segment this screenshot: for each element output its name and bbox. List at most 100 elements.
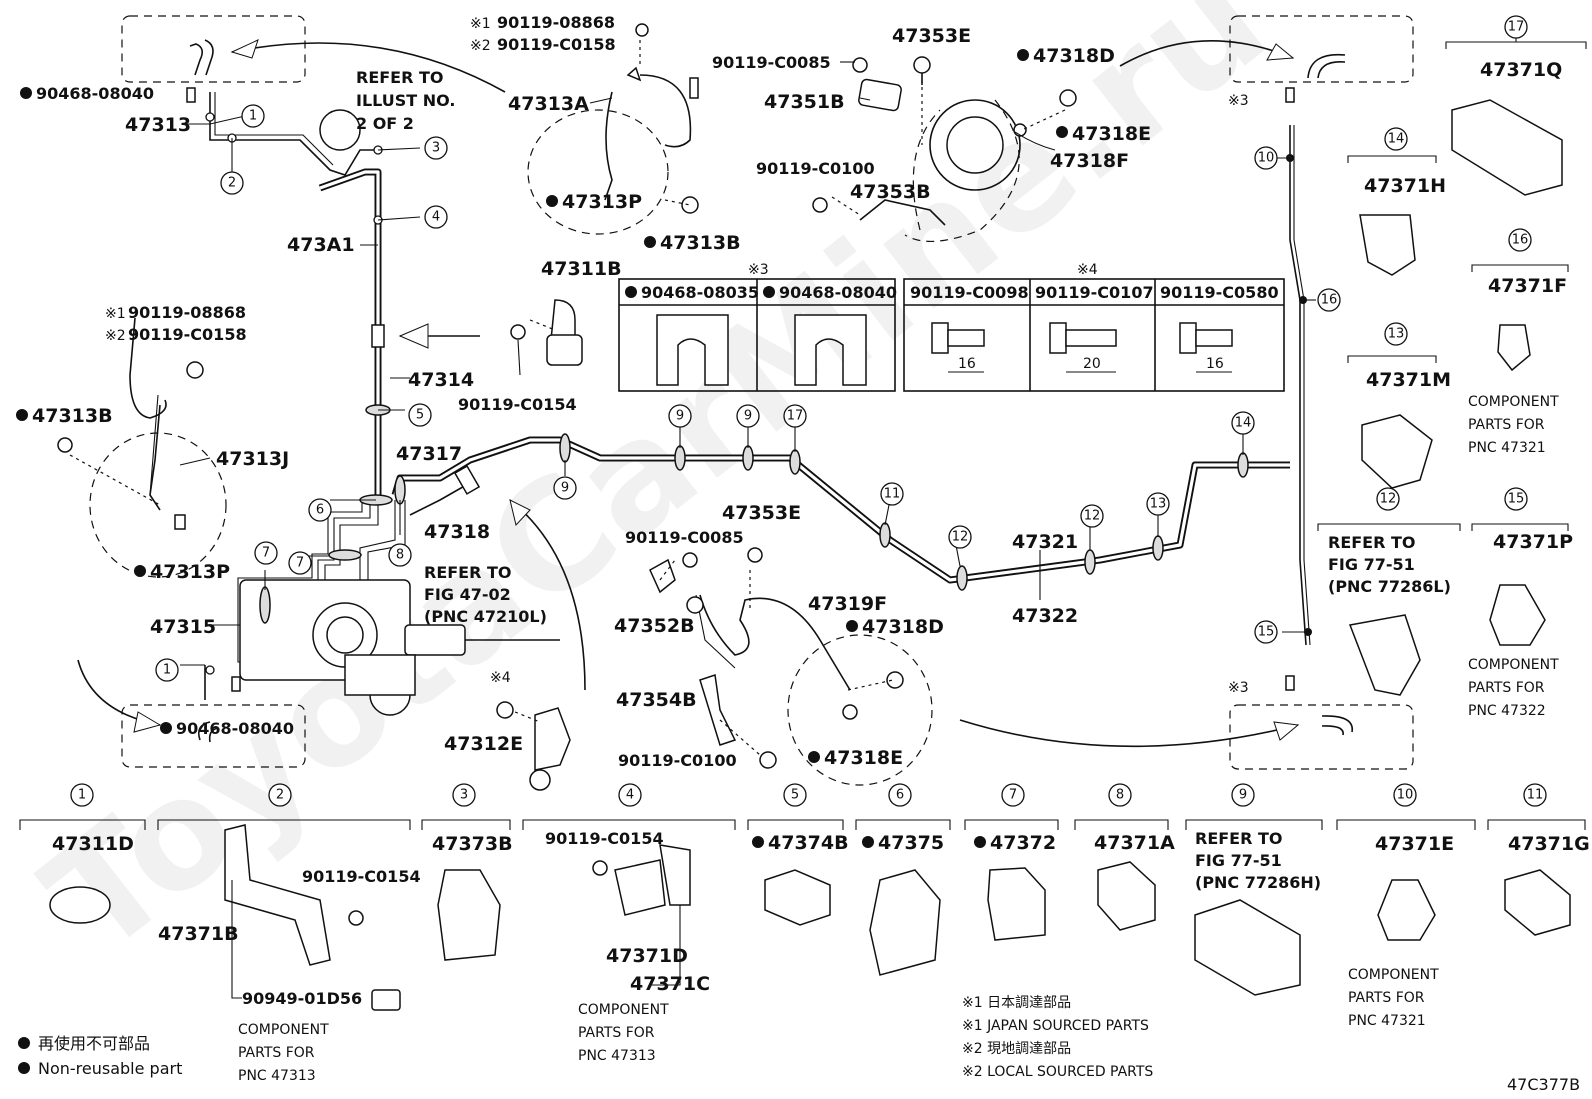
arrows	[77, 39, 1300, 748]
num-3-bottom: 3	[460, 788, 468, 803]
mark-3-top-right: ※3	[1228, 93, 1249, 109]
pnc-47371A: 47371A	[1094, 832, 1175, 854]
callout-numbers: 1 2 3 4 5 6 7 7 8 1 9 9 9 17 11 12 12 13…	[155, 104, 1341, 682]
clip-47372-icon	[987, 867, 1046, 941]
num-6-bottom: 6	[896, 788, 904, 803]
legend-note-4: ※2 LOCAL SOURCED PARTS	[962, 1064, 1153, 1080]
pnc-47371E: 47371E	[1375, 833, 1454, 855]
table-col-2: 90468-08040	[779, 283, 897, 302]
pnc-47314: 47314	[408, 369, 474, 391]
pnc-47371D: 47371D	[606, 945, 688, 967]
num-10-bottom: 10	[1397, 788, 1414, 803]
diagram-code: 47C377B	[1507, 1075, 1580, 1094]
clip-47371H-icon	[1359, 214, 1416, 276]
c16-note-2: PARTS FOR	[1468, 417, 1545, 433]
callout-1b: 1	[163, 663, 171, 678]
callout-7a: 7	[262, 546, 270, 561]
clip-77286L-icon	[1348, 614, 1421, 696]
bolt-90119-C0085-top: 90119-C0085	[712, 53, 831, 72]
table-mark-3: ※3	[748, 262, 769, 278]
pnc-47371B: 47371B	[158, 923, 239, 945]
pnc-47311D: 47311D	[52, 833, 134, 855]
washer-clip-icon-2	[794, 314, 867, 386]
callout-10: 10	[1258, 151, 1275, 166]
c10-note-3: PNC 47321	[1348, 1013, 1426, 1029]
callout-1a: 1	[249, 109, 257, 124]
c15-note-2: PARTS FOR	[1468, 680, 1545, 696]
bolt-90119-C0100-mid: 90119-C0100	[618, 751, 737, 770]
pnc-47321: 47321	[1012, 531, 1078, 553]
pnc-47313A: 47313A	[508, 93, 589, 115]
refer-illust-line1: REFER TO	[356, 68, 444, 87]
mark-2-top: ※2	[470, 38, 491, 54]
num-16-right: 16	[1512, 233, 1529, 248]
c12-note-2: FIG 77-51	[1328, 555, 1415, 574]
clip-47371A-icon	[1097, 861, 1156, 931]
b4-note-3: PNC 47313	[578, 1048, 656, 1064]
dim-16-b: 16	[1206, 356, 1224, 372]
legend-note-1: ※1 日本調達部品	[962, 995, 1071, 1011]
pnc-47371M: 47371M	[1366, 369, 1451, 391]
c12-note-3: (PNC 77286L)	[1328, 577, 1451, 596]
refer-illust-line3: 2 OF 2	[356, 114, 414, 133]
table-mark-4: ※4	[1077, 262, 1098, 278]
pnc-47313J: 47313J	[216, 448, 289, 470]
legend-note-2: ※1 JAPAN SOURCED PARTS	[962, 1018, 1149, 1034]
num-1-bottom: 1	[78, 788, 86, 803]
bolt-90468-08040-bot: 90468-08040	[176, 719, 294, 738]
pnc-47352B: 47352B	[614, 615, 695, 637]
pnc-47351B: 47351B	[764, 91, 845, 113]
callout-12a: 12	[952, 530, 969, 545]
callout-16: 16	[1321, 293, 1338, 308]
pnc-47318D-mid: 47318D	[862, 616, 944, 638]
num-11-bottom: 11	[1527, 788, 1544, 803]
bolt-90468-08040-top: 90468-08040	[36, 84, 154, 103]
hose-assemblies	[57, 23, 1295, 791]
pnc-47317: 47317	[396, 443, 462, 465]
clip-47375-icon	[869, 869, 941, 976]
pnc-473A1: 473A1	[287, 234, 355, 256]
pnc-47371P: 47371P	[1493, 531, 1573, 553]
pnc-47353B: 47353B	[850, 181, 931, 203]
legend-en: Non-reusable part	[38, 1059, 182, 1078]
pnc-47313B-top: 47313B	[660, 232, 741, 254]
table-col-4: 90119-C0107	[1035, 283, 1154, 302]
clip-47371C-icon	[659, 844, 691, 906]
bolt-reference-table: ※3 ※4 90468-08035 90468-08040 90119-C009…	[618, 262, 1285, 392]
pnc-47313P-left: 47313P	[150, 561, 230, 583]
clip-47371P-icon	[1489, 584, 1546, 646]
num-4-bottom: 4	[626, 788, 634, 803]
c10-note-2: PARTS FOR	[1348, 990, 1425, 1006]
legend-note-3: ※2 現地調達部品	[962, 1041, 1071, 1057]
clip-47371F-icon	[1497, 324, 1531, 372]
c12-note-1: REFER TO	[1328, 533, 1416, 552]
pnc-47371H: 47371H	[1364, 175, 1446, 197]
callout-12b: 12	[1084, 509, 1101, 524]
legend: 再使用不可部品 Non-reusable part ※1 日本調達部品 ※1 J…	[18, 995, 1580, 1094]
mark-1-top: ※1	[470, 16, 491, 32]
c15-note-3: PNC 47322	[1468, 703, 1546, 719]
dim-16-a: 16	[958, 356, 976, 372]
clip-90949-01D56-icon	[371, 989, 401, 1011]
pnc-47353E-top: 47353E	[892, 25, 971, 47]
bottom-clip-legends: 1 47311D 2 90119-C0154 47371B 90949-01D5…	[19, 783, 1590, 1084]
callout-15: 15	[1258, 625, 1275, 640]
num-8-bottom: 8	[1116, 788, 1124, 803]
refer-illust-line2: ILLUST NO.	[356, 91, 456, 110]
ref-box-bottom-left	[121, 704, 306, 768]
pnc-47371C: 47371C	[630, 973, 710, 995]
callout-9c: 9	[744, 409, 752, 424]
legend-jp: 再使用不可部品	[38, 1034, 150, 1053]
pnc-47318E-top: 47318E	[1072, 123, 1151, 145]
pnc-47373B: 47373B	[432, 833, 513, 855]
pnc-47315: 47315	[150, 616, 216, 638]
pnc-47318F: 47318F	[1050, 150, 1129, 172]
bracket-47371B-icon	[224, 824, 331, 966]
num-2-bottom: 2	[276, 788, 284, 803]
b2-note-3: PNC 47313	[238, 1068, 316, 1084]
bolt-90119-C0154-mid: 90119-C0154	[458, 395, 577, 414]
pnc-47311B: 47311B	[541, 258, 622, 280]
b2-note-2: PARTS FOR	[238, 1045, 315, 1061]
pnc-47318: 47318	[424, 521, 490, 543]
